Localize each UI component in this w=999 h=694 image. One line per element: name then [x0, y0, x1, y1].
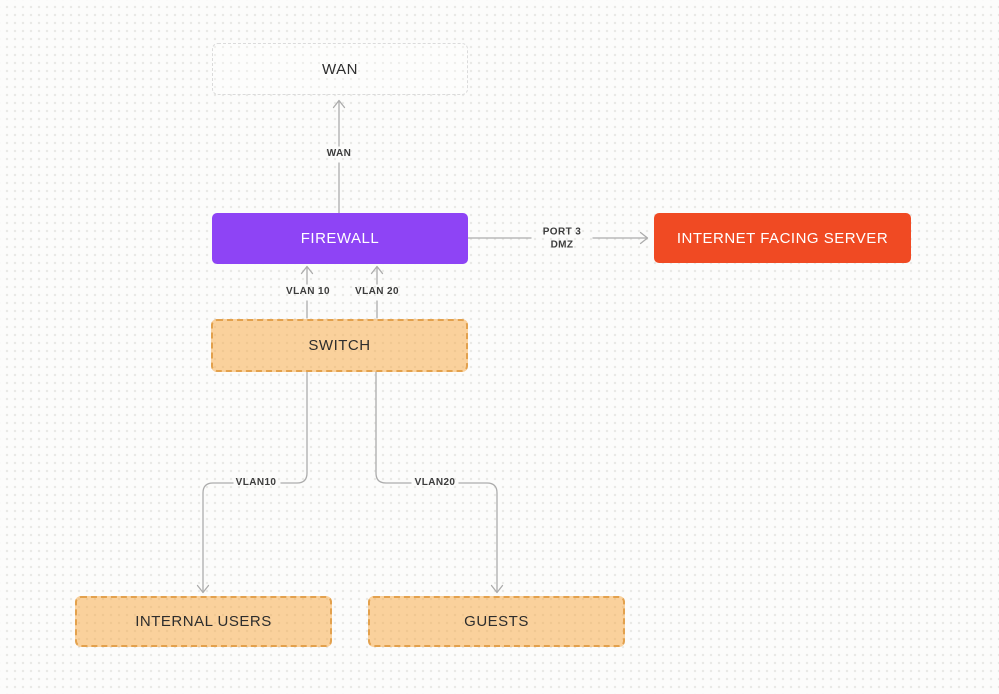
edge-label-port3-line2: DMZ [550, 239, 574, 251]
edge-arrowhead-up-icon [300, 265, 314, 275]
edge-arrowhead-down-icon [490, 584, 504, 594]
node-firewall[interactable]: FIREWALL [212, 213, 468, 264]
edge-label-vlan20-branch: VLAN20 [414, 477, 456, 488]
edge-label-vlan-20: VLAN 20 [355, 286, 399, 297]
node-internal-users[interactable]: INTERNAL USERS [75, 596, 332, 647]
edge-label-vlan10-branch: VLAN10 [235, 477, 277, 488]
node-switch[interactable]: SWITCH [211, 319, 468, 372]
node-wan[interactable]: WAN [212, 43, 468, 95]
edge-arrowhead-up-icon [332, 99, 346, 109]
node-guests[interactable]: GUESTS [368, 596, 625, 647]
edge-label-port3-line1: PORT 3 [542, 226, 582, 238]
edge-arrowhead-up-icon [370, 265, 384, 275]
edge-arrowhead-right-icon [639, 231, 649, 245]
edge-label-wan: WAN [326, 148, 352, 159]
edge-arrowhead-down-icon [196, 584, 210, 594]
edge-label-vlan-10: VLAN 10 [286, 286, 330, 297]
node-internet-facing-server[interactable]: INTERNET FACING SERVER [654, 213, 911, 263]
edge-label-port3-dmz: PORT 3 DMZ [543, 227, 582, 252]
